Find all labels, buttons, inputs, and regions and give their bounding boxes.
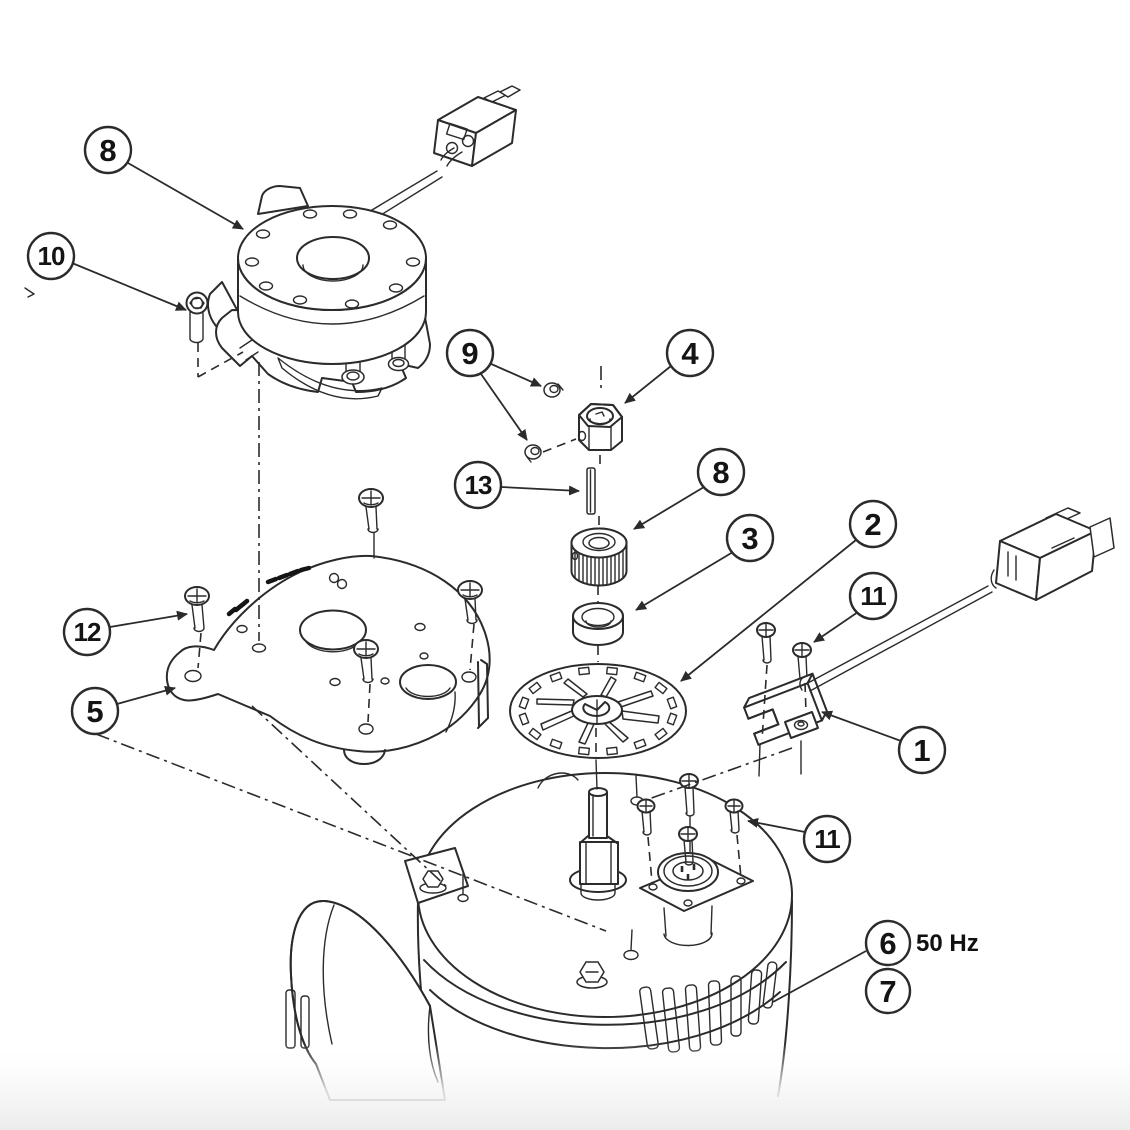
callout-12-plate-screws: 12	[62, 607, 112, 657]
set-screw-b	[524, 444, 542, 463]
frequency-label: 50 Hz	[916, 930, 979, 957]
bracket-cable	[799, 507, 1115, 692]
callout-5-adapter-plate: 5	[70, 686, 120, 736]
callout-label: 3	[741, 521, 758, 556]
screw-p4	[724, 798, 744, 879]
callout-3-spacer-ring: 3	[725, 513, 775, 563]
callout-2-fan-disc: 2	[848, 499, 898, 549]
callout-label: 4	[681, 336, 699, 371]
adapter-plate	[165, 554, 491, 765]
callout-label: 8	[712, 455, 729, 490]
callout-label: 11	[860, 581, 886, 611]
callout-10-socket-screw: 10	[26, 231, 76, 281]
screw-p3	[678, 826, 698, 866]
callout-label: 7	[879, 974, 896, 1009]
socket-head-screw	[185, 291, 209, 344]
motor-receptacle	[639, 852, 754, 947]
screw-s2	[358, 488, 384, 559]
set-screws	[524, 382, 564, 463]
callout-label: 13	[465, 470, 492, 500]
callout-9-set-screws: 9	[445, 328, 495, 378]
motor-shaft	[569, 787, 627, 901]
callout-label: 11	[814, 824, 840, 854]
callout-8-brake-assembly: 8	[83, 125, 133, 175]
callout-label: 5	[86, 694, 103, 729]
leader-lines	[71, 162, 902, 1003]
stray-mark	[24, 287, 35, 298]
callout-8-knurled-coupling: 8	[696, 447, 746, 497]
screw-p1	[636, 798, 656, 883]
brake-wire-connector	[433, 85, 521, 167]
fan-disc	[509, 663, 687, 759]
motor-hex-bolt	[576, 961, 608, 989]
screw-p2	[679, 773, 699, 853]
spacer-ring	[572, 602, 624, 646]
callout-label: 12	[74, 617, 101, 647]
brake-studs	[341, 337, 410, 385]
set-screw-a	[543, 382, 564, 398]
fan-rim-tabs	[518, 666, 678, 756]
knurled-coupling	[570, 527, 628, 587]
plate-screws	[184, 488, 483, 684]
callout-6-motor-50hz: 6	[864, 919, 912, 967]
callout-label: 6	[879, 926, 896, 961]
callout-13-key: 13	[453, 460, 503, 510]
callout-11-receptacle-screws: 11	[802, 814, 852, 864]
screw-a	[756, 622, 776, 664]
shaft-key	[586, 467, 596, 515]
receptacle-screws	[636, 773, 744, 883]
callout-label: 2	[864, 507, 881, 542]
screw-s1	[184, 586, 210, 633]
page-bottom-fade	[0, 1042, 1130, 1130]
bracket-cable-connector	[990, 507, 1115, 601]
alignment-lines	[95, 343, 807, 932]
drum-bolt-holes	[244, 209, 421, 309]
callouts: 8 10 9 4 13 8 3 2	[26, 125, 979, 1015]
callout-label: 9	[461, 336, 478, 371]
bracket-screws	[756, 622, 812, 683]
callout-7-motor: 7	[864, 967, 912, 1015]
callout-4-hex-collar: 4	[665, 328, 715, 378]
callout-label: 1	[913, 733, 930, 768]
callout-label: 10	[38, 241, 65, 271]
callout-label: 8	[99, 133, 116, 168]
plate-stamped-marking	[226, 565, 312, 617]
screw-s3	[353, 639, 379, 684]
hex-collar	[577, 403, 623, 451]
screw-s4	[457, 580, 483, 625]
callout-1-sensor-bracket: 1	[897, 725, 947, 775]
callout-11-bracket-screws: 11	[848, 571, 898, 621]
brake-assembly	[207, 85, 521, 400]
